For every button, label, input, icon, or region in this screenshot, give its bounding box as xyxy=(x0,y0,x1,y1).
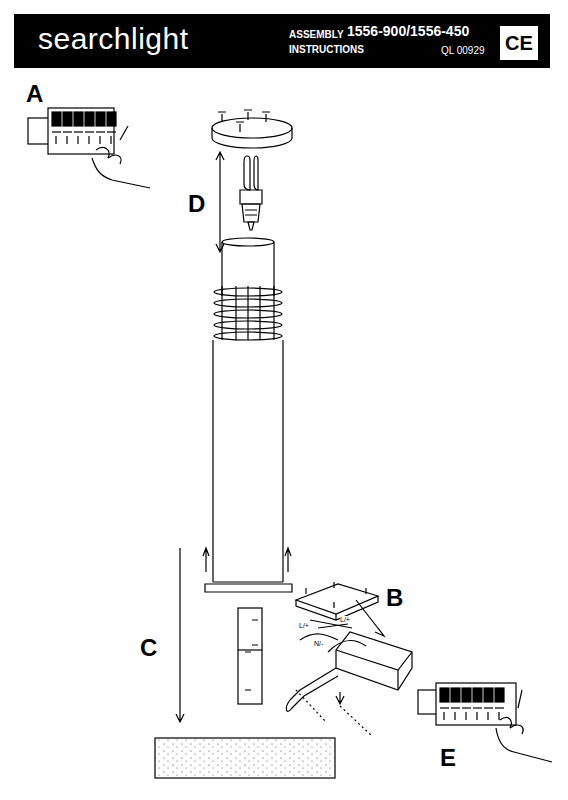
stroke xyxy=(221,286,222,340)
stroke xyxy=(495,707,504,708)
switch-panel xyxy=(28,108,150,188)
stroke xyxy=(107,131,116,132)
stroke xyxy=(63,131,72,132)
stroke xyxy=(110,136,111,144)
step-letter: C xyxy=(140,636,157,660)
wire-label: L/+ xyxy=(299,622,309,629)
stroke xyxy=(476,712,477,720)
top-cap xyxy=(212,110,292,148)
stroke xyxy=(484,707,493,708)
stroke xyxy=(462,707,471,708)
breaker xyxy=(96,112,105,126)
step-letter: A xyxy=(26,82,43,106)
step-letter: D xyxy=(188,192,205,216)
wire-label: L/+ xyxy=(340,616,350,623)
breaker xyxy=(52,112,61,126)
stroke xyxy=(498,712,499,720)
stroke xyxy=(440,707,449,708)
stroke xyxy=(55,136,56,144)
junction-box xyxy=(286,582,412,736)
model-number: 1556-900/1556-450 xyxy=(347,24,469,38)
header-band: searchlight ASSEMBLY INSTRUCTIONS1556-900… xyxy=(14,14,550,68)
brand-logo: searchlight xyxy=(38,24,189,54)
document-type: ASSEMBLY INSTRUCTIONS xyxy=(289,27,351,57)
stroke xyxy=(273,286,274,340)
breaker xyxy=(451,688,460,702)
reference-code: QL 00929 xyxy=(441,46,485,56)
stroke xyxy=(235,286,236,340)
step-letter: B xyxy=(386,586,403,610)
stroke xyxy=(259,286,260,340)
stroke xyxy=(96,131,105,132)
ground-block xyxy=(155,738,335,778)
stroke xyxy=(451,707,460,708)
stroke xyxy=(99,136,100,144)
breaker xyxy=(63,112,72,126)
stroke xyxy=(66,136,67,144)
stroke xyxy=(443,712,444,720)
switch-panel xyxy=(418,683,552,762)
breaker xyxy=(74,112,83,126)
dimension-arrow xyxy=(216,152,224,252)
breaker xyxy=(473,688,482,702)
stroke xyxy=(473,707,482,708)
breaker xyxy=(107,112,116,126)
stroke xyxy=(52,131,61,132)
bollard-post xyxy=(203,238,292,592)
stroke xyxy=(487,712,488,720)
breaker xyxy=(85,112,94,126)
mounting-bracket xyxy=(238,608,262,704)
breaker xyxy=(440,688,449,702)
stroke xyxy=(77,136,78,144)
breaker xyxy=(484,688,493,702)
stroke xyxy=(74,131,83,132)
stroke xyxy=(88,136,89,144)
breaker xyxy=(462,688,471,702)
direction-arrow xyxy=(176,548,184,722)
stroke xyxy=(465,712,466,720)
wire-label: N/- xyxy=(314,640,323,647)
stroke xyxy=(247,286,248,340)
bulb xyxy=(240,156,262,230)
breaker xyxy=(495,688,504,702)
stroke xyxy=(85,131,94,132)
stroke xyxy=(454,712,455,720)
ce-mark: CE xyxy=(500,26,538,60)
step-letter: E xyxy=(440,746,456,770)
ce-text: CE xyxy=(501,33,537,53)
